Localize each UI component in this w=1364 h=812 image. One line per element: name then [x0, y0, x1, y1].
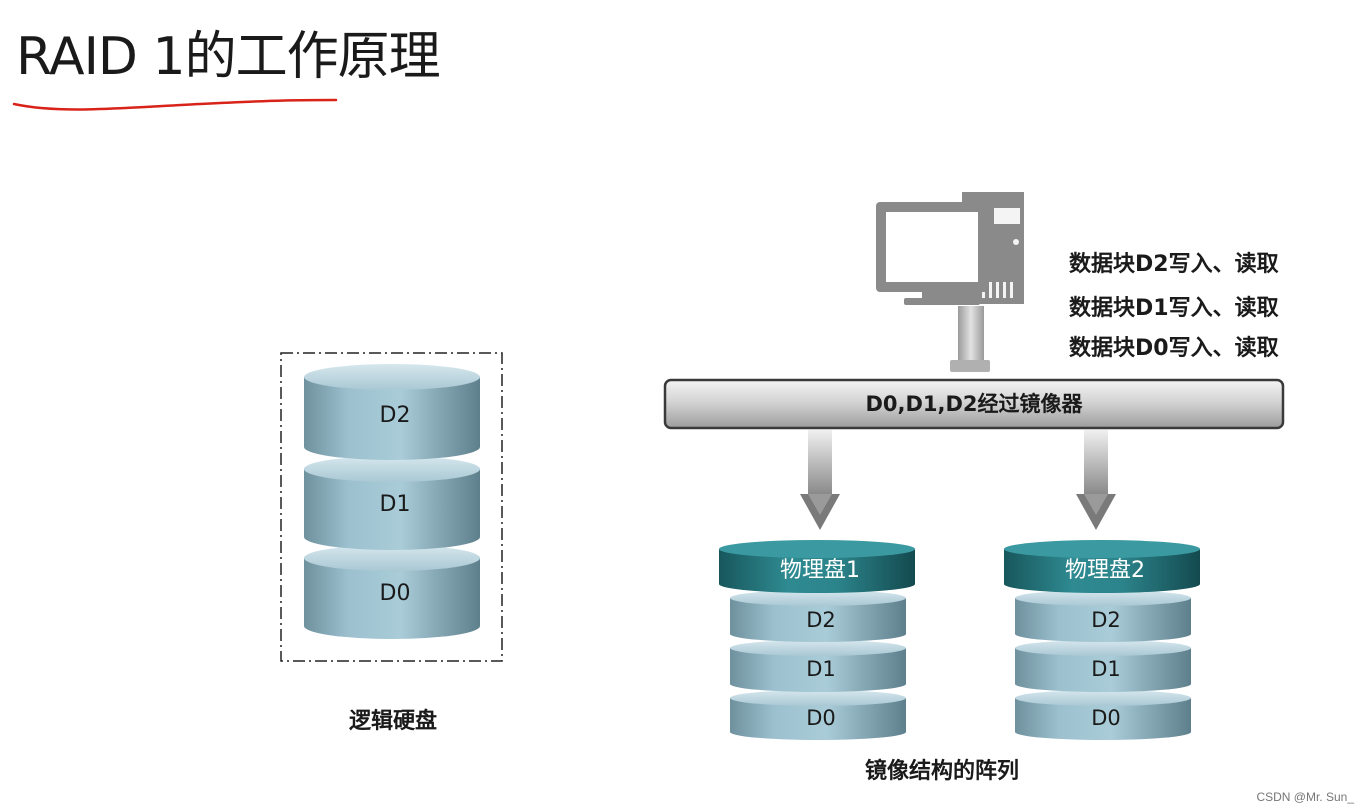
physical-block-d1 — [730, 640, 906, 692]
logical-disk: D2 D1 D0 — [304, 364, 480, 639]
logical-block-d2 — [304, 364, 480, 460]
physical-block-d0 — [730, 690, 906, 740]
computer-icon — [876, 192, 1024, 372]
physical-block-label: D0 — [806, 706, 836, 730]
logical-block-label: D1 — [380, 492, 411, 517]
physical-disk-cap — [719, 540, 915, 593]
physical-block-d2 — [1015, 590, 1191, 642]
logical-block-label: D0 — [380, 581, 411, 606]
physical-block-label: D1 — [806, 657, 836, 681]
logical-block-label: D2 — [380, 403, 411, 428]
host-op-label: 数据块D0写入、读取 — [1069, 336, 1279, 361]
physical-disk-name: 物理盘1 — [780, 558, 860, 583]
physical-disk-cap — [1004, 540, 1200, 593]
arrow-down-icon — [800, 430, 840, 530]
logical-block-d1 — [304, 456, 480, 550]
logical-disk-caption: 逻辑硬盘 — [349, 709, 438, 734]
logical-block-d0 — [304, 545, 480, 639]
physical-block-label: D1 — [1091, 657, 1121, 681]
physical-block-d2 — [730, 590, 906, 642]
mirror-bar — [663, 378, 1285, 430]
physical-block-d1 — [1015, 640, 1191, 692]
host-op-label: 数据块D1写入、读取 — [1069, 296, 1279, 321]
physical-block-label: D0 — [1091, 706, 1121, 730]
physical-block-d0 — [1015, 690, 1191, 740]
array-caption: 镜像结构的阵列 — [865, 759, 1020, 784]
watermark: CSDN @Mr. Sun_ — [1256, 790, 1354, 804]
physical-block-label: D2 — [1091, 608, 1121, 632]
page-title: RAID 1的工作原理 — [16, 27, 441, 87]
mirror-bar-label: D0,D1,D2经过镜像器 — [865, 392, 1083, 416]
physical-disk-1: 物理盘1 D2 D1 D0 — [719, 540, 915, 740]
physical-disk-name: 物理盘2 — [1065, 558, 1145, 583]
physical-block-label: D2 — [806, 608, 836, 632]
arrow-down-icon — [1076, 430, 1116, 530]
logical-disk-frame — [280, 352, 503, 662]
title-underline — [12, 98, 338, 111]
physical-disk-2: 物理盘2 D2 D1 D0 — [1004, 540, 1200, 740]
host-op-label: 数据块D2写入、读取 — [1069, 252, 1279, 277]
